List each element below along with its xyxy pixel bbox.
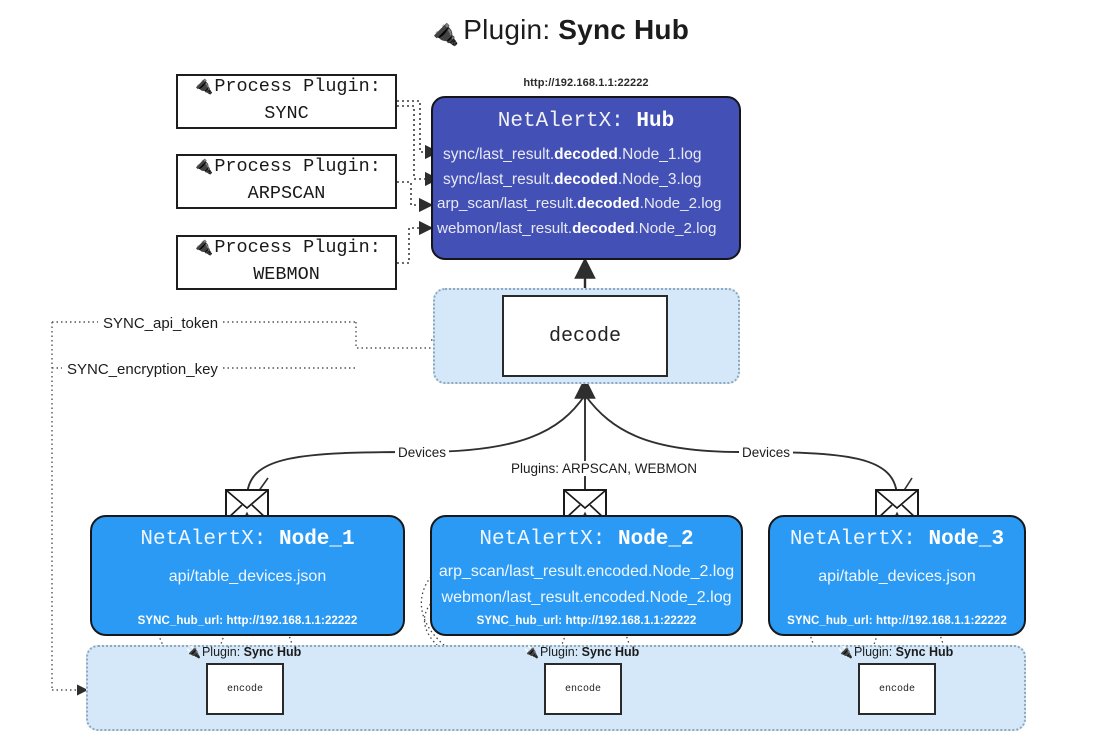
secret-label-api-token: SYNC_api_token <box>98 315 224 332</box>
node-title-name: Node_2 <box>618 528 694 551</box>
log-pre: sync/last_result. <box>443 171 555 189</box>
process-plugin-label: Process Plugin: <box>214 237 381 259</box>
hub-log-row: sync/last_result.decoded.Node_3.log <box>433 167 739 192</box>
page-title-name: Sync Hub <box>558 14 690 45</box>
process-plugin-name: SYNC <box>264 102 309 124</box>
node-box-3[interactable]: NetAlertX: Node_3 api/table_devices.json… <box>768 515 1026 636</box>
node-footer-value: http://192.168.1.1:22222 <box>226 615 358 627</box>
encode-label: encode <box>226 683 263 695</box>
node-footer: SYNC_hub_url: http://192.168.1.1:22222 <box>770 615 1024 627</box>
plugin-prefix: Plugin: <box>201 645 241 659</box>
node-title-prefix: NetAlertX: <box>479 528 606 551</box>
log-em: decoded <box>577 195 640 213</box>
hub-box[interactable]: NetAlertX: Hub sync/last_result.decoded.… <box>431 96 741 260</box>
process-plugin-box-arpscan[interactable]: 🔌Process Plugin: ARPSCAN <box>176 154 397 209</box>
page-title: 🔌Plugin: Sync Hub <box>0 14 1117 47</box>
node-box-2[interactable]: NetAlertX: Node_2 arp_scan/last_result.e… <box>430 515 743 636</box>
edge-label-plugins-center: Plugins: ARPSCAN, WEBMON <box>508 461 701 476</box>
node-footer-key: SYNC_hub_url: <box>476 615 563 627</box>
node-line: api/table_devices.json <box>168 568 327 585</box>
log-post: .Node_2.log <box>634 219 717 237</box>
plug-icon: 🔌 <box>192 76 214 96</box>
decode-label: decode <box>548 324 621 348</box>
plug-icon: 🔌 <box>427 19 460 47</box>
process-plugin-name: ARPSCAN <box>247 182 326 204</box>
edge-label-devices-left: Devices <box>395 445 450 460</box>
encode-box-1[interactable]: encode <box>206 663 284 715</box>
node-footer: SYNC_hub_url: http://192.168.1.1:22222 <box>432 615 741 627</box>
plug-icon: 🔌 <box>524 645 539 659</box>
process-plugin-name: WEBMON <box>253 263 320 285</box>
node-footer: SYNC_hub_url: http://192.168.1.1:22222 <box>92 615 403 627</box>
plug-icon: 🔌 <box>838 645 853 659</box>
plug-icon: 🔌 <box>192 156 214 176</box>
edge-label-devices-right: Devices <box>739 445 794 460</box>
process-plugin-box-webmon[interactable]: 🔌Process Plugin: WEBMON <box>176 235 397 290</box>
process-plugin-label: Process Plugin: <box>214 156 381 178</box>
node-line: api/table_devices.json <box>818 568 976 585</box>
plugin-name: Sync Hub <box>895 645 954 659</box>
plugin-prefix: Plugin: <box>853 645 893 659</box>
log-em: decoded <box>572 219 635 237</box>
node-line: arp_scan/last_result.encoded.Node_2.log <box>438 563 735 580</box>
plug-icon: 🔌 <box>192 237 214 257</box>
sync-hub-plugin-label-1: 🔌Plugin: Sync Hub <box>186 645 301 659</box>
page-title-prefix: Plugin: <box>463 14 551 45</box>
hub-title: NetAlertX: Hub <box>433 110 739 133</box>
node-box-1[interactable]: NetAlertX: Node_1 api/table_devices.json… <box>90 515 405 636</box>
plugin-name: Sync Hub <box>243 645 302 659</box>
node-footer-value: http://192.168.1.1:22222 <box>565 615 697 627</box>
encode-box-3[interactable]: encode <box>858 663 936 715</box>
hub-log-list: sync/last_result.decoded.Node_1.log sync… <box>433 142 739 241</box>
encode-label: encode <box>878 683 915 695</box>
secret-label-encryption-key: SYNC_encryption_key <box>62 361 223 378</box>
log-em: decoded <box>554 146 618 163</box>
log-pre: arp_scan/last_result. <box>437 195 578 213</box>
node-title-prefix: NetAlertX: <box>789 528 916 551</box>
hub-url-label: http://192.168.1.1:22222 <box>523 77 649 89</box>
hub-log-row: webmon/last_result.decoded.Node_2.log <box>433 217 739 242</box>
node-title: NetAlertX: Node_3 <box>770 528 1024 551</box>
hub-title-prefix: NetAlertX: <box>497 110 624 133</box>
node-title-prefix: NetAlertX: <box>140 528 267 551</box>
hub-title-name: Hub <box>636 110 675 133</box>
node-footer-key: SYNC_hub_url: <box>787 615 873 627</box>
log-post: .Node_2.log <box>639 195 722 213</box>
node-footer-value: http://192.168.1.1:22222 <box>876 615 1007 627</box>
plugin-prefix: Plugin: <box>539 645 579 659</box>
log-pre: sync/last_result. <box>443 146 555 163</box>
hub-log-row: sync/last_result.decoded.Node_1.log <box>433 142 739 167</box>
log-pre: webmon/last_result. <box>437 219 573 237</box>
node-title: NetAlertX: Node_2 <box>432 528 741 551</box>
node-title: NetAlertX: Node_1 <box>92 528 403 551</box>
log-post: .Node_3.log <box>617 171 702 189</box>
process-plugin-box-sync[interactable]: 🔌Process Plugin: SYNC <box>176 74 397 129</box>
hub-log-row: arp_scan/last_result.decoded.Node_2.log <box>433 192 739 217</box>
log-em: decoded <box>554 171 618 189</box>
node-title-name: Node_1 <box>279 528 355 551</box>
decode-box[interactable]: decode <box>502 295 668 377</box>
node-title-name: Node_3 <box>928 528 1005 551</box>
node-footer-key: SYNC_hub_url: <box>137 615 224 627</box>
sync-hub-plugin-label-2: 🔌Plugin: Sync Hub <box>524 645 639 659</box>
plugin-name: Sync Hub <box>581 645 640 659</box>
log-post: .Node_1.log <box>617 146 702 163</box>
process-plugin-label: Process Plugin: <box>214 76 381 98</box>
node-line: webmon/last_result.encoded.Node_2.log <box>441 589 732 607</box>
encode-label: encode <box>564 683 601 695</box>
sync-hub-plugin-label-3: 🔌Plugin: Sync Hub <box>838 645 953 659</box>
plug-icon: 🔌 <box>186 645 201 659</box>
encode-box-2[interactable]: encode <box>544 663 622 715</box>
